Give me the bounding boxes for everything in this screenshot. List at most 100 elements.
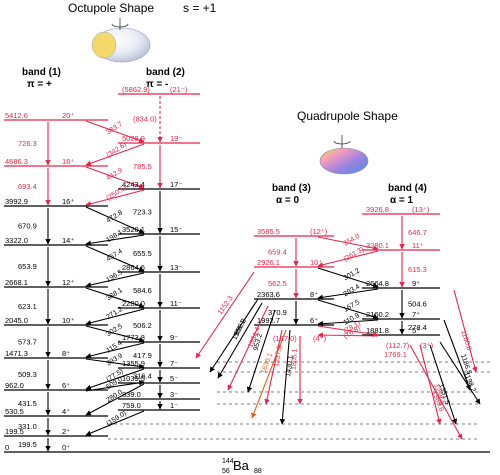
quadrupole-title: Quadrupole Shape	[297, 109, 398, 123]
band2-gamma-energy: 316.4	[133, 372, 152, 381]
band2-level-energy: 1355.9	[122, 359, 145, 368]
band2-level-energy: 3520.1	[122, 225, 145, 234]
band3-level-spin: 8⁺	[310, 290, 318, 299]
band2-gamma-energy: 785.5	[133, 162, 152, 171]
band2-gamma-energy: 584.6	[133, 286, 152, 295]
decay-out-arrow	[443, 319, 471, 391]
band4-level-spin: 5⁺	[412, 326, 420, 335]
band2-name: band (2)	[146, 67, 185, 78]
decay-out-arrow	[429, 344, 458, 425]
interband-gamma-arrow	[317, 325, 379, 337]
band1-level-energy: 2045.0	[5, 316, 28, 325]
band2-level-energy: 2864.6	[122, 263, 145, 272]
band2-parity: π = -	[146, 79, 168, 90]
decay-out-arrow	[453, 289, 478, 373]
band1-level-energy: 530.5	[5, 407, 24, 416]
band4-name: band (4)	[388, 183, 427, 194]
element-symbol: Ba	[233, 458, 250, 473]
band2-level-spin: 11⁻	[170, 299, 182, 308]
band2-level-energy: (5862.9)	[122, 85, 150, 94]
band4-level-spin: 9⁺	[412, 279, 420, 288]
band1-name: band (1)	[22, 67, 61, 78]
interband-gamma-arrow	[317, 319, 379, 327]
interband-gamma-arrow	[317, 236, 379, 251]
decay-out-arrow	[209, 298, 259, 373]
interband-gamma-arrow	[85, 189, 145, 207]
band4-level-energy: (112.7)	[386, 341, 410, 350]
interband-gamma-arrow	[85, 380, 145, 392]
interband-gamma-arrow	[317, 299, 379, 320]
band1-level-spin: 6⁺	[62, 381, 70, 390]
band4-level-spin: 7⁺	[412, 310, 420, 319]
band3-gamma-energy: 659.4	[268, 248, 287, 257]
band2-level-spin: 19⁻	[170, 134, 182, 143]
band1-level-spin: 12⁺	[62, 278, 74, 287]
decay-out-energy: 1198.2	[462, 371, 476, 393]
band1-gamma-energy: 199.5	[18, 440, 37, 449]
interband-gamma-arrow	[85, 272, 145, 288]
band4-gamma-energy: 646.7	[408, 228, 427, 237]
band4-signature: α = 1	[390, 195, 414, 206]
interband-gamma-energy: 271.2	[105, 306, 124, 321]
band2-level-spin: 17⁻	[170, 180, 182, 189]
band3-level-energy: 3585.5	[257, 227, 280, 236]
interband-gamma-arrow	[85, 325, 145, 343]
band3-level-energy: 2926.1	[257, 258, 280, 267]
band2-level-spin: (21⁻)	[170, 85, 188, 94]
decay-out-energy: 1501.1	[232, 319, 248, 341]
band3-level-spin: (12⁺)	[310, 227, 328, 236]
band2-level-energy: 2280.0	[122, 299, 145, 308]
band1-level-spin: 4⁺	[62, 407, 70, 416]
band1-level-spin: 20⁺	[62, 111, 74, 120]
band1-level-energy: 5412.6	[5, 111, 28, 120]
band1-level-spin: 16⁺	[62, 197, 74, 206]
band2-level-energy: 4243.4	[122, 180, 145, 189]
interband-gamma-energy: (342.6)	[105, 142, 128, 160]
band1-level-spin: 14⁺	[62, 236, 74, 245]
band1-gamma-energy: 693.4	[18, 182, 37, 191]
decay-out-energy: 1805.1	[291, 348, 299, 370]
interband-gamma-arrow	[85, 245, 145, 272]
nucleus-label: 144 56 Ba 88	[222, 458, 262, 475]
decay-out-arrow	[264, 329, 283, 405]
band4-level-spin: (3⁺)	[420, 341, 434, 350]
decay-out-energy: 1160.8	[459, 329, 472, 351]
band1-level-spin: 18⁺	[62, 157, 74, 166]
band2-gamma-energy: 417.9	[133, 351, 152, 360]
decay-out-arrow	[246, 309, 276, 393]
band1-level-spin: 10⁺	[62, 316, 74, 325]
decay-out-arrow	[195, 271, 255, 359]
band2-level-energy: 5028.9	[122, 134, 145, 143]
octupole-nucleus-image	[91, 18, 151, 63]
interband-gamma-energy: 115.4	[105, 340, 123, 355]
atomic-number: 56	[222, 468, 230, 475]
band1-level-energy: 0	[5, 443, 9, 452]
interband-gamma-energy: 301.2	[343, 267, 362, 282]
band1-gamma-energy: 726.3	[18, 139, 37, 148]
band2-level-spin: 3⁻	[170, 390, 178, 399]
band1-level-energy: 962.0	[5, 381, 24, 390]
interband-gamma-arrow	[85, 383, 145, 416]
interband-gamma-arrow	[85, 206, 145, 234]
interband-gamma-arrow	[85, 368, 145, 390]
interband-gamma-arrow	[85, 143, 145, 166]
interband-gamma-energy: 198.1	[105, 229, 124, 244]
band4-level-energy: 3926.8	[366, 205, 389, 214]
band1-gamma-energy: 431.5	[18, 399, 37, 408]
band2-level-energy: 759.0	[122, 401, 141, 410]
band2-level-spin: 1⁻	[170, 401, 178, 410]
band3-level-spin: (4⁺)	[313, 334, 327, 343]
decay-out-arrow	[251, 329, 287, 419]
band2-gamma-energy: 723.3	[133, 208, 152, 217]
octupole-s-value: s = +1	[183, 1, 217, 15]
band1-level-energy: 3322.0	[5, 236, 28, 245]
band4-level-energy: 2664.8	[366, 279, 389, 288]
interband-gamma-arrow	[85, 342, 145, 359]
band1-level-spin: 8⁺	[62, 349, 70, 358]
band3-gamma-energy: 370.9	[268, 308, 287, 317]
decay-out-arrow	[217, 302, 263, 379]
decay-out-arrow	[227, 305, 269, 391]
interband-gamma-arrow	[85, 410, 145, 436]
